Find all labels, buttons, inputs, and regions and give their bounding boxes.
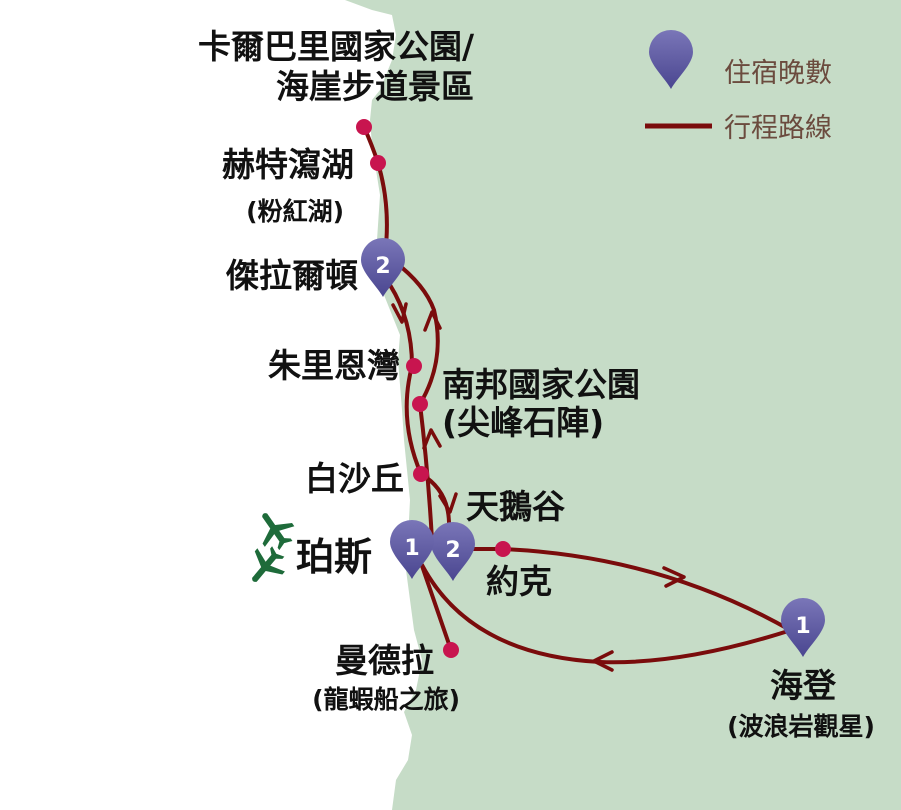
marker-swan-valley[interactable]: 2 — [431, 522, 475, 581]
label-kalbarri-1: 卡爾巴里國家公園/ — [198, 27, 475, 66]
label-swan-valley: 天鵝谷 — [466, 487, 565, 526]
airplane-icon — [252, 513, 295, 582]
svg-text:行程路線: 行程路線 — [724, 113, 832, 144]
stop-york[interactable] — [495, 541, 511, 557]
svg-text:2: 2 — [375, 254, 390, 279]
label-mandurah: 曼德拉 — [335, 641, 434, 680]
stop-pinnacles[interactable] — [412, 396, 428, 412]
label-hutt-lagoon: 赫特瀉湖 — [222, 145, 354, 184]
label-perth: 珀斯 — [296, 535, 372, 579]
stop-kalbarri[interactable] — [356, 119, 372, 135]
marker-perth[interactable]: 1 — [390, 520, 434, 579]
label-lancelin: 白沙丘 — [305, 459, 404, 498]
svg-text:1: 1 — [404, 536, 419, 561]
marker-hyden[interactable]: 1 — [781, 598, 825, 657]
label-hyden-sub: (波浪岩觀星) — [727, 712, 875, 741]
label-york: 約克 — [486, 562, 552, 601]
marker-geraldton[interactable]: 2 — [361, 238, 405, 297]
label-nambung: 南邦國家公園 — [442, 365, 640, 404]
legend-route: 行程路線 — [645, 113, 832, 144]
stop-jurien-bay[interactable] — [406, 358, 422, 374]
direction-arrows — [391, 302, 686, 672]
svg-text:住宿晚數: 住宿晚數 — [724, 58, 832, 89]
label-hutt-lagoon-sub: (粉紅湖) — [246, 197, 344, 226]
stop-hutt-lagoon[interactable] — [370, 155, 386, 171]
label-nambung-sub: (尖峰石陣) — [442, 403, 604, 442]
legend: 住宿晚數 行程路線 — [645, 30, 832, 144]
label-geraldton: 傑拉爾頓 — [225, 256, 358, 295]
label-kalbarri-2: 海崖步道景區 — [276, 67, 474, 106]
label-hyden: 海登 — [770, 666, 837, 705]
legend-nights: 住宿晚數 — [649, 30, 832, 89]
label-mandurah-sub: (龍蝦船之旅) — [312, 685, 460, 714]
stop-dots — [356, 119, 511, 658]
land-area — [345, 0, 901, 810]
label-jurien-bay: 朱里恩灣 — [268, 346, 400, 385]
stop-mandurah[interactable] — [443, 642, 459, 658]
svg-text:2: 2 — [445, 538, 460, 563]
svg-text:1: 1 — [795, 614, 810, 639]
stop-lancelin[interactable] — [413, 466, 429, 482]
